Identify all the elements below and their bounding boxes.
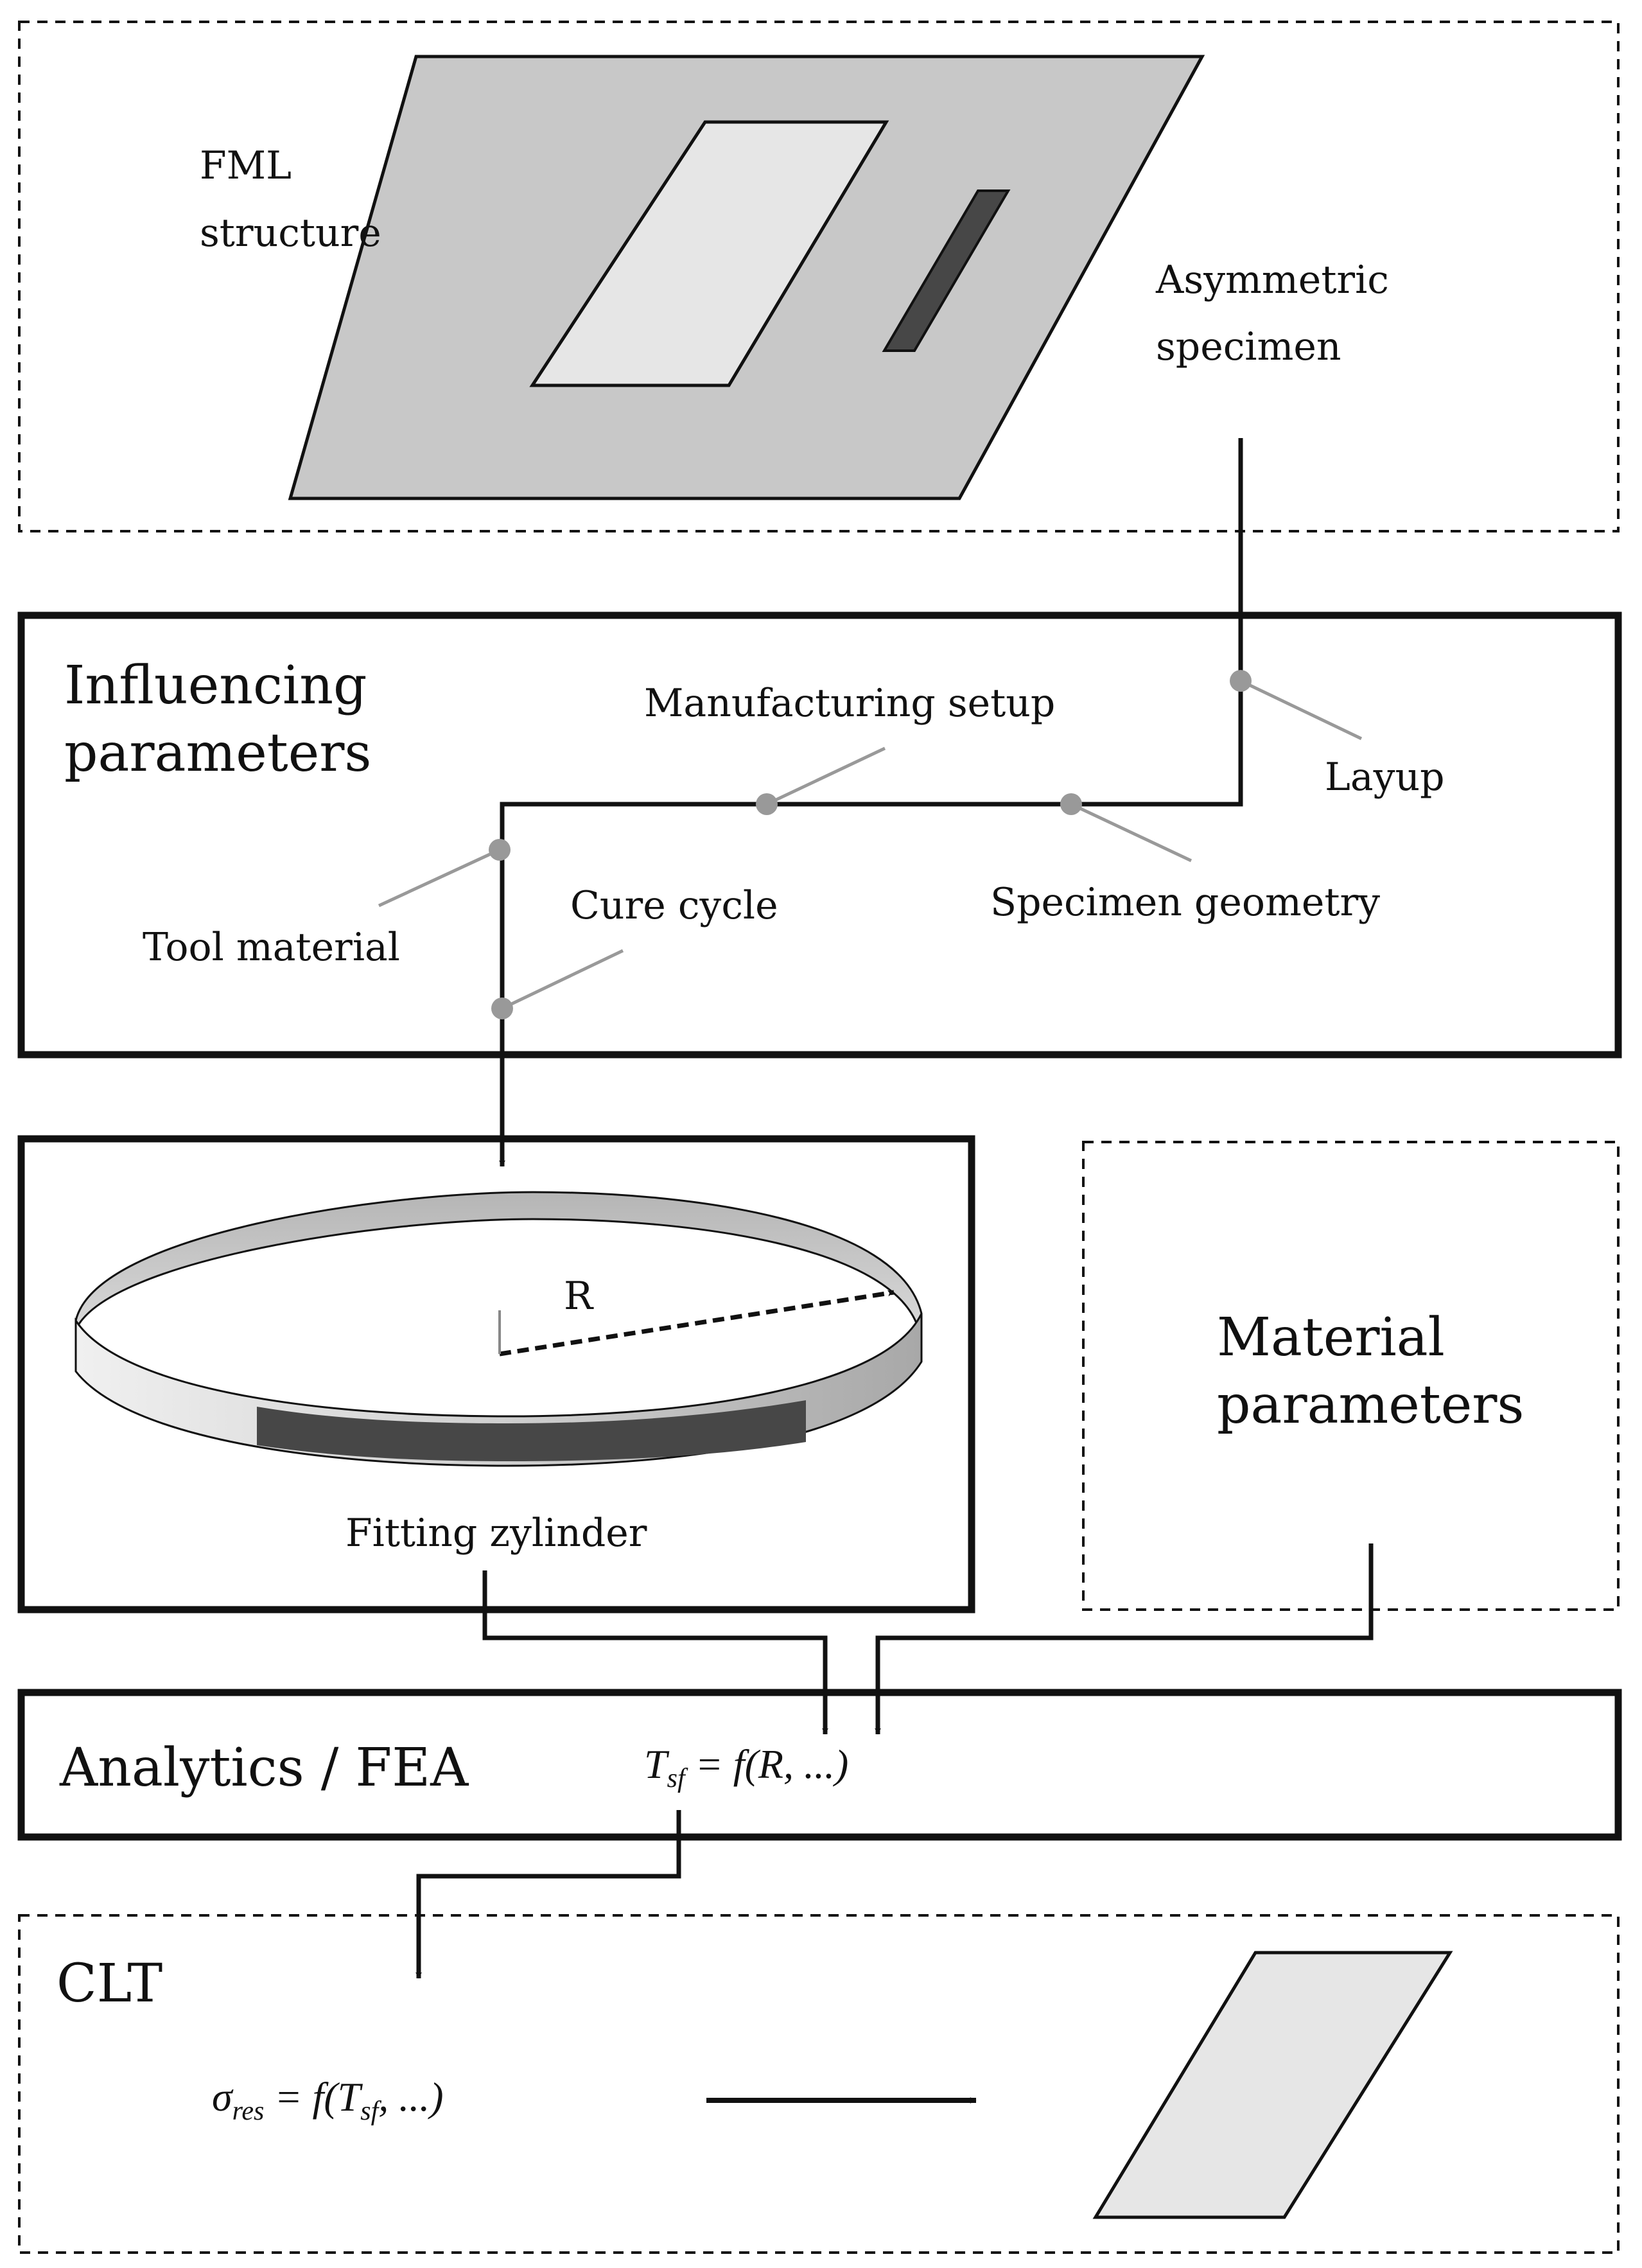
- fitting-caption: Fitting zylinder: [345, 1511, 647, 1556]
- clt-panel: [18, 1914, 1620, 2254]
- parameter-flow-line: [499, 438, 1243, 1167]
- specimen-label-line1: Asymmetric: [1155, 258, 1389, 303]
- radius-arrow: [499, 1290, 895, 1357]
- analytics-formula: Tsf = f(R, ...): [644, 1741, 848, 1793]
- asymmetric-specimen-strip: [882, 189, 1011, 352]
- layup-leader: [1239, 679, 1363, 741]
- material-parameters-panel: [1082, 1141, 1620, 1611]
- influencing-title-line1: Influencing: [64, 655, 367, 716]
- geometry-leader: [1070, 802, 1192, 863]
- tool-material-node: [489, 839, 511, 861]
- cure-cycle-node: [491, 998, 513, 1019]
- layup-node: [1230, 670, 1252, 692]
- analytics-fea-panel: [17, 1689, 1622, 1841]
- clt-title: CLT: [57, 1953, 162, 2014]
- tool-material-label: Tool material: [143, 925, 400, 970]
- fml-light-patch: [529, 120, 889, 387]
- clt-result-plate: [1092, 1951, 1453, 2219]
- manufacturing-setup-label: Manufacturing setup: [644, 681, 1055, 726]
- material-title-line1: Material: [1217, 1307, 1445, 1368]
- fml-label-line2: structure: [200, 211, 381, 256]
- fitting-to-analytics-line: [482, 1570, 828, 1735]
- analytics-title: Analytics / FEA: [59, 1737, 469, 1798]
- layup-label: Layup: [1325, 755, 1445, 800]
- manufacturing-leader: [765, 746, 886, 806]
- fitting-cylinder-ring: [74, 1191, 923, 1467]
- manufacturing-node: [756, 793, 778, 815]
- influencing-title-line2: parameters: [64, 723, 372, 784]
- influencing-parameters-panel: [17, 611, 1622, 1059]
- fitting-cylinder-panel: [17, 1135, 975, 1613]
- radius-label: R: [564, 1274, 594, 1319]
- clt-formula: σres = f(Tsf, ...): [212, 2074, 444, 2126]
- tool-material-leader: [378, 848, 501, 908]
- specimen-label-line2: specimen: [1156, 324, 1341, 369]
- material-to-analytics-line: [875, 1543, 1374, 1735]
- geometry-node: [1060, 793, 1082, 815]
- fml-label-line1: FML: [200, 143, 292, 188]
- specimen-geometry-label: Specimen geometry: [990, 880, 1380, 925]
- fml-structure-panel: [18, 21, 1620, 532]
- material-title-line2: parameters: [1217, 1375, 1524, 1436]
- analytics-to-clt-line: [415, 1810, 681, 1979]
- cure-cycle-label: Cure cycle: [570, 883, 778, 928]
- cure-cycle-leader: [501, 949, 624, 1010]
